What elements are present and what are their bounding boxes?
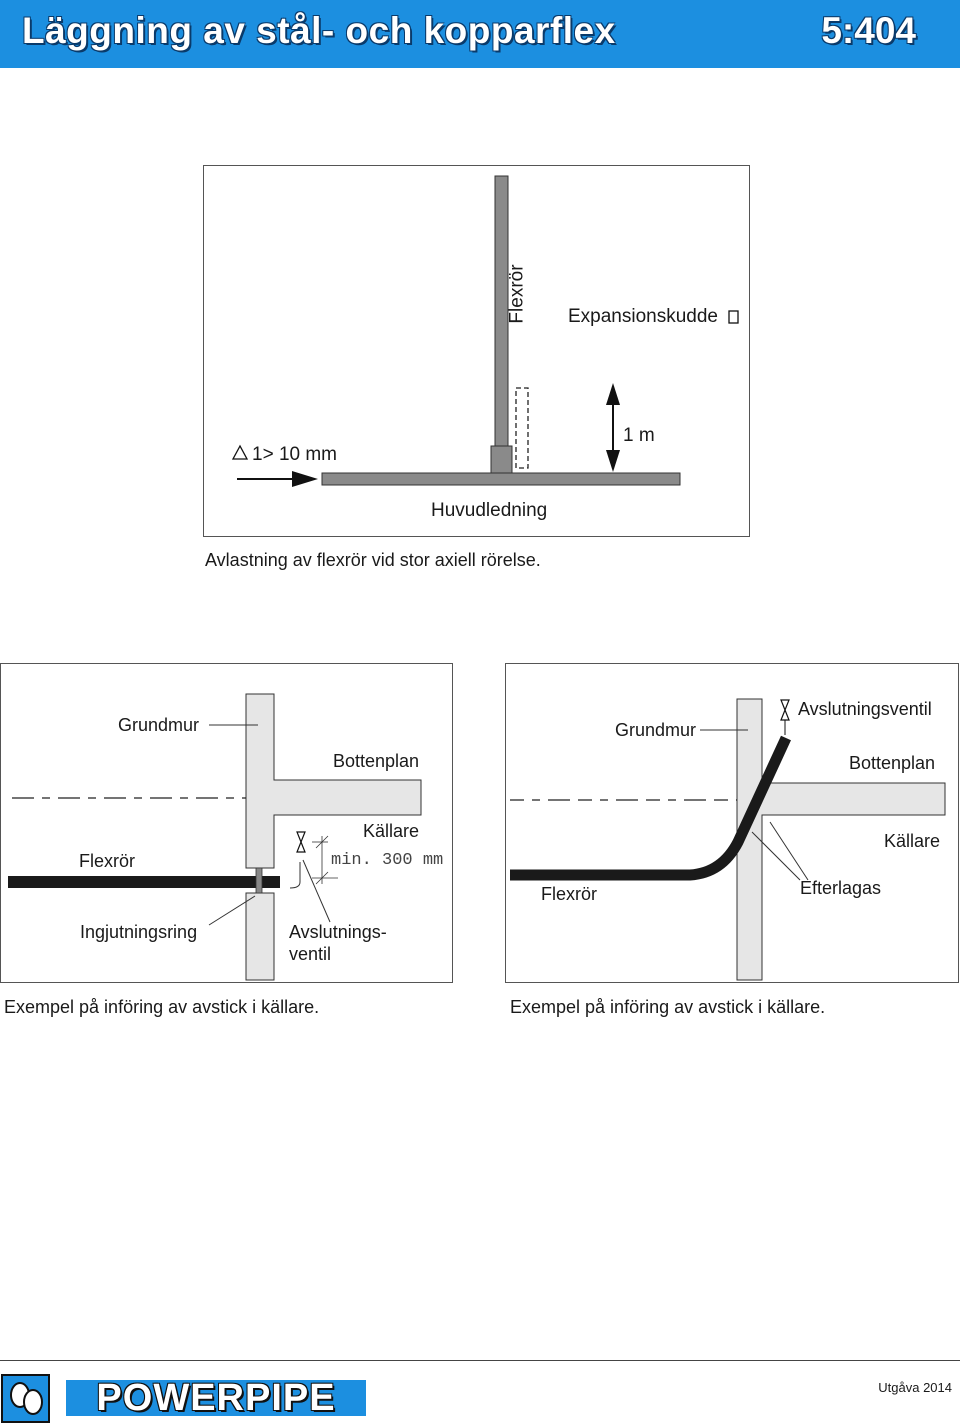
figure2-frame bbox=[0, 663, 453, 983]
fig3-grundmur-wall bbox=[736, 698, 946, 981]
fig2-label-avslutningsventil-2: ventil bbox=[289, 944, 332, 964]
fig2-valve-bottom bbox=[296, 840, 306, 853]
fig3-valve-bottom bbox=[780, 708, 790, 721]
fig1-tee bbox=[490, 445, 513, 477]
fig1-movement-arrow bbox=[292, 471, 318, 487]
fig1-label-huvudledning: Huvudledning bbox=[431, 500, 548, 521]
fig2-label-bottenplan: Bottenplan bbox=[333, 751, 420, 771]
fig2-label-kallare: Källare bbox=[363, 821, 420, 841]
fig2-label-flexror: Flexrör bbox=[79, 851, 136, 871]
fig2-ingjutningsring bbox=[255, 867, 263, 894]
footer-logo: POWERPIPE bbox=[96, 1377, 336, 1419]
fig1-huvudledning-pipe bbox=[321, 472, 681, 486]
fig2-grundmur-wall bbox=[245, 693, 422, 869]
fig3-label-bottenplan: Bottenplan bbox=[849, 753, 936, 773]
fig2-caption: Exempel på införing av avstick i källare… bbox=[4, 997, 320, 1017]
fig2-label-min: min. 300 mm bbox=[331, 851, 444, 870]
footer-divider bbox=[0, 1360, 960, 1361]
fig1-label-expansionskudde: Expansionskudde bbox=[568, 306, 718, 327]
fig3-label-efterlagas: Efterlagas bbox=[800, 878, 882, 898]
fig3-caption: Exempel på införing av avstick i källare… bbox=[510, 997, 826, 1017]
fig2-label-ingjutningsring: Ingjutningsring bbox=[80, 922, 198, 942]
fig2-flexror-pipe bbox=[8, 876, 280, 888]
fig1-cushion-marker bbox=[728, 310, 739, 324]
fig1-label-rorelse: 1> 10 mm bbox=[252, 444, 338, 465]
fig1-delta-symbol bbox=[231, 444, 249, 460]
fig1-flexror-pipe bbox=[494, 175, 509, 477]
edition-label: Utgåva 2014 bbox=[878, 1380, 952, 1395]
fig1-label-flexror: Flexrör bbox=[506, 264, 528, 324]
fig1-caption: Avlastning av flexrör vid stor axiell rö… bbox=[205, 550, 541, 570]
fig2-valve-top bbox=[296, 831, 306, 844]
fig3-valve-top bbox=[780, 699, 790, 712]
page-code: 5:404 bbox=[821, 10, 916, 51]
fig1-label-avstand: 1 m bbox=[623, 425, 655, 446]
page-title: Läggning av stål- och kopparflex bbox=[22, 10, 616, 51]
header-bar: Läggning av stål- och kopparflex 5:404 bbox=[0, 0, 960, 68]
figure3-frame bbox=[505, 663, 959, 983]
fig3-label-grundmur: Grundmur bbox=[615, 720, 697, 740]
fig3-label-kallare: Källare bbox=[884, 831, 941, 851]
fig2-label-avslutningsventil-1: Avslutnings- bbox=[289, 922, 387, 942]
fig1-expansion-cushion bbox=[515, 387, 529, 469]
fig3-label-avslutningsventil: Avslutningsventil bbox=[798, 699, 932, 719]
fig1-arrow-up bbox=[606, 383, 620, 405]
fig2-label-grundmur: Grundmur bbox=[118, 715, 200, 735]
fig3-label-flexror: Flexrör bbox=[541, 884, 598, 904]
fig1-arrow-down bbox=[606, 450, 620, 472]
fig3-flexror-pipe bbox=[510, 735, 791, 881]
